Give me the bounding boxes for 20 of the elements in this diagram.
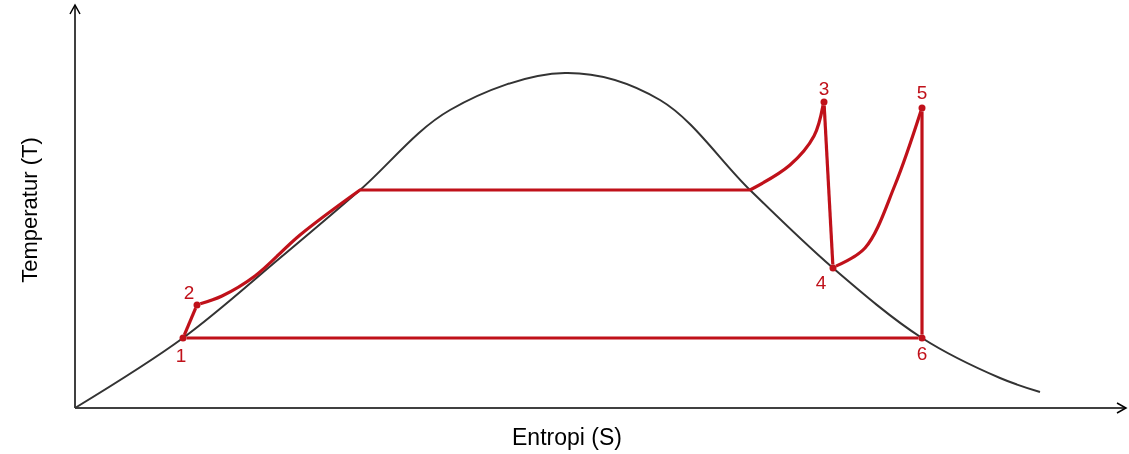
process-line xyxy=(835,110,923,268)
state-number: 4 xyxy=(815,272,827,292)
axis-title: Temperatur (T) xyxy=(19,137,41,283)
state-number: 3 xyxy=(818,78,830,98)
state-point xyxy=(829,264,837,272)
process-line xyxy=(186,336,919,340)
state-number: 5 xyxy=(916,82,928,102)
process-line xyxy=(920,111,924,335)
process-line xyxy=(199,105,825,306)
state-number: 6 xyxy=(916,343,928,363)
state-point xyxy=(918,104,926,112)
state-point xyxy=(179,334,187,342)
state-number: 2 xyxy=(183,282,195,302)
process-line xyxy=(822,105,835,265)
process-line xyxy=(182,307,198,336)
state-point xyxy=(820,98,828,106)
state-number: 1 xyxy=(175,345,187,365)
state-point xyxy=(918,334,926,342)
axis-title: Entropi (S) xyxy=(512,425,622,449)
state-point xyxy=(193,301,201,309)
